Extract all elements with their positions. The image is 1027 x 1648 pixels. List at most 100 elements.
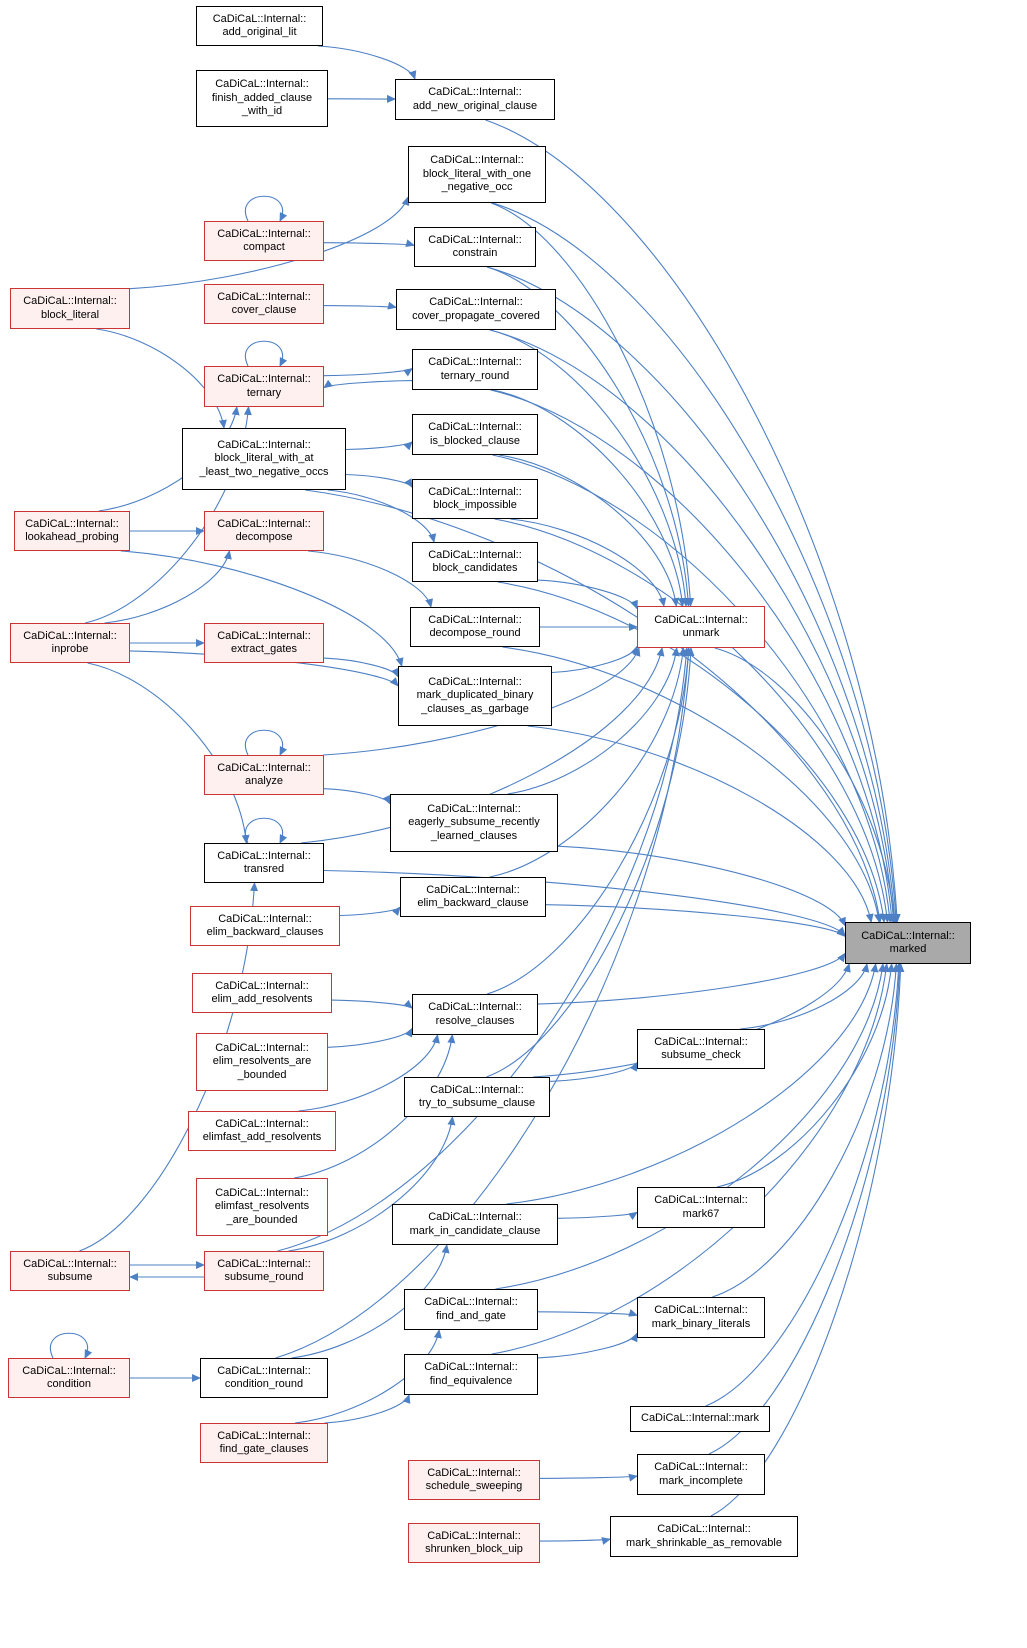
node-label-line: CaDiCaL::Internal:: xyxy=(654,1304,748,1316)
node-eagerly_subsume_recently_learned_clauses[interactable]: CaDiCaL::Internal::eagerly_subsume_recen… xyxy=(390,794,558,852)
node-find_gate_clauses[interactable]: CaDiCaL::Internal::find_gate_clauses xyxy=(200,1423,328,1463)
node-label-line: subsume xyxy=(47,1271,93,1283)
node-label-line: mark_shrinkable_as_removable xyxy=(626,1536,782,1549)
node-elimfast_resolvents_are_bounded[interactable]: CaDiCaL::Internal::elimfast_resolvents_a… xyxy=(196,1178,328,1236)
node-label-line: CaDiCaL::Internal:: xyxy=(428,613,522,626)
node-label-line: CaDiCaL::Internal:: xyxy=(23,1257,117,1270)
node-label-line: decompose xyxy=(235,531,293,543)
node-label-line: _clauses_as_garbage xyxy=(421,702,529,715)
edge-block_literal_with_at_least_two_negative_occs-to-block_impossible xyxy=(345,473,413,488)
node-ternary[interactable]: CaDiCaL::Internal::ternary xyxy=(204,366,324,407)
node-label-line: lookahead_probing xyxy=(25,531,119,543)
node-label-line: _least_two_negative_occs xyxy=(199,465,329,478)
node-label-line: block_candidates xyxy=(432,562,518,574)
node-unmark[interactable]: CaDiCaL::Internal::unmark xyxy=(637,606,765,648)
node-elim_add_resolvents[interactable]: CaDiCaL::Internal::elim_add_resolvents xyxy=(192,973,332,1013)
edge-block_candidates-to-marked xyxy=(497,581,888,923)
node-decompose_round[interactable]: CaDiCaL::Internal::decompose_round xyxy=(410,607,540,647)
node-cover_propagate_covered[interactable]: CaDiCaL::Internal::cover_propagate_cover… xyxy=(396,289,556,330)
node-extract_gates[interactable]: CaDiCaL::Internal::extract_gates xyxy=(204,623,324,663)
node-label-line: CaDiCaL::Internal:: xyxy=(217,629,311,642)
node-label-line: mark_in_candidate_clause xyxy=(409,1224,541,1237)
node-label-line: add_original_lit xyxy=(222,26,297,38)
node-decompose[interactable]: CaDiCaL::Internal::decompose xyxy=(204,511,324,551)
node-find_equivalence[interactable]: CaDiCaL::Internal::find_equivalence xyxy=(404,1354,538,1395)
edge-find_gate_clauses-to-find_and_gate xyxy=(294,1329,442,1424)
node-label-line: elim_add_resolvents xyxy=(211,993,313,1005)
edge-elimfast_add_resolvents-to-resolve_clauses xyxy=(298,1034,440,1112)
node-condition_round[interactable]: CaDiCaL::Internal::condition_round xyxy=(200,1358,328,1398)
node-elim_backward_clauses[interactable]: CaDiCaL::Internal::elim_backward_clauses xyxy=(190,906,340,946)
node-label-line: CaDiCaL::Internal:: xyxy=(218,912,312,925)
node-label-line: unmark xyxy=(682,627,720,639)
node-finish_added_clause_with_id[interactable]: CaDiCaL::Internal::finish_added_clause_w… xyxy=(196,70,328,127)
node-lookahead_probing[interactable]: CaDiCaL::Internal::lookahead_probing xyxy=(14,511,130,551)
edge-block_literal_with_at_least_two_negative_occs-to-marked xyxy=(305,489,883,923)
node-try_to_subsume_clause[interactable]: CaDiCaL::Internal::try_to_subsume_clause xyxy=(404,1077,550,1117)
node-block_literal_with_at_least_two_negative_occs[interactable]: CaDiCaL::Internal::block_literal_with_at… xyxy=(182,428,346,490)
node-label-line: CaDiCaL::Internal:: xyxy=(424,1296,518,1308)
node-inprobe[interactable]: CaDiCaL::Internal::inprobe xyxy=(10,623,130,663)
node-label-line: CaDiCaL::Internal:: xyxy=(215,78,309,91)
node-label-line: CaDiCaL::Internal:: xyxy=(217,517,311,530)
node-mark_shrinkable_as_removable[interactable]: CaDiCaL::Internal::mark_shrinkable_as_re… xyxy=(610,1516,798,1557)
node-label-line: transred xyxy=(243,863,285,875)
edge-lookahead_probing-to-mark_duplicated_binary_clauses_as_garbage xyxy=(120,550,404,667)
node-label-line: mark_duplicated_binary xyxy=(416,689,534,702)
node-label-line: CaDiCaL::Internal:: xyxy=(23,629,117,642)
node-constrain[interactable]: CaDiCaL::Internal::constrain xyxy=(414,227,536,267)
node-analyze[interactable]: CaDiCaL::Internal::analyze xyxy=(204,755,324,795)
node-label-line: extract_gates xyxy=(230,643,298,655)
edge-mark_in_candidate_clause-to-mark67 xyxy=(557,1211,638,1221)
node-label-line: condition_round xyxy=(224,1378,304,1390)
node-add_original_lit[interactable]: CaDiCaL::Internal::add_original_lit xyxy=(196,6,323,46)
node-schedule_sweeping[interactable]: CaDiCaL::Internal::schedule_sweeping xyxy=(408,1460,540,1500)
edge-subsume_check-to-marked xyxy=(740,963,870,1030)
node-mark_incomplete[interactable]: CaDiCaL::Internal::mark_incomplete xyxy=(637,1454,765,1495)
node-subsume_check[interactable]: CaDiCaL::Internal::subsume_check xyxy=(637,1029,765,1069)
edge-cover_propagate_covered-to-marked xyxy=(489,329,898,923)
node-mark[interactable]: CaDiCaL::Internal::mark xyxy=(630,1406,770,1432)
node-mark_in_candidate_clause[interactable]: CaDiCaL::Internal::mark_in_candidate_cla… xyxy=(392,1204,558,1245)
node-shrunken_block_uip[interactable]: CaDiCaL::Internal::shrunken_block_uip xyxy=(408,1523,540,1563)
node-block_impossible[interactable]: CaDiCaL::Internal::block_impossible xyxy=(412,479,538,519)
node-label-line: CaDiCaL::Internal:: xyxy=(217,1429,311,1442)
node-find_and_gate[interactable]: CaDiCaL::Internal::find_and_gate xyxy=(404,1289,538,1330)
edge-decompose-to-decompose_round xyxy=(307,550,433,608)
node-compact[interactable]: CaDiCaL::Internal::compact xyxy=(204,221,324,261)
node-label-line: CaDiCaL::Internal:: xyxy=(217,227,311,240)
node-label-line: block_literal_with_one xyxy=(422,167,532,180)
edge-ternary_round-to-ternary xyxy=(323,379,413,389)
node-ternary_round[interactable]: CaDiCaL::Internal::ternary_round xyxy=(412,349,538,390)
node-label-line: CaDiCaL::Internal:: xyxy=(426,883,520,896)
edge-find_equivalence-to-mark_binary_literals xyxy=(537,1332,638,1359)
node-label-line: CaDiCaL::Internal:: xyxy=(217,849,311,862)
edge-unmark-to-marked xyxy=(714,647,898,923)
node-mark_duplicated_binary_clauses_as_garbage[interactable]: CaDiCaL::Internal::mark_duplicated_binar… xyxy=(398,666,552,726)
node-block_literal_with_one_negative_occ[interactable]: CaDiCaL::Internal::block_literal_with_on… xyxy=(408,146,546,203)
node-label-line: subsume_round xyxy=(224,1271,304,1283)
node-elimfast_add_resolvents[interactable]: CaDiCaL::Internal::elimfast_add_resolven… xyxy=(188,1111,336,1151)
node-cover_clause[interactable]: CaDiCaL::Internal::cover_clause xyxy=(204,284,324,324)
node-subsume[interactable]: CaDiCaL::Internal::subsume xyxy=(10,1251,130,1291)
edge-transred-to-unmark xyxy=(300,647,665,844)
node-condition[interactable]: CaDiCaL::Internal::condition xyxy=(8,1358,130,1398)
edge-schedule_sweeping-to-mark_incomplete xyxy=(539,1473,638,1482)
node-elim_backward_clause[interactable]: CaDiCaL::Internal::elim_backward_clause xyxy=(400,877,546,917)
node-subsume_round[interactable]: CaDiCaL::Internal::subsume_round xyxy=(204,1251,324,1291)
node-mark67[interactable]: CaDiCaL::Internal::mark67 xyxy=(637,1187,765,1228)
node-mark_binary_literals[interactable]: CaDiCaL::Internal::mark_binary_literals xyxy=(637,1297,765,1338)
node-block_literal[interactable]: CaDiCaL::Internal::block_literal xyxy=(10,288,130,329)
edge-analyze-to-analyze xyxy=(245,729,288,756)
node-block_candidates[interactable]: CaDiCaL::Internal::block_candidates xyxy=(412,542,538,582)
node-is_blocked_clause[interactable]: CaDiCaL::Internal::is_blocked_clause xyxy=(412,414,538,455)
node-add_new_original_clause[interactable]: CaDiCaL::Internal::add_new_original_clau… xyxy=(395,79,555,120)
node-label-line: constrain xyxy=(452,247,498,259)
node-transred[interactable]: CaDiCaL::Internal::transred xyxy=(204,843,324,883)
node-resolve_clauses[interactable]: CaDiCaL::Internal::resolve_clauses xyxy=(412,994,538,1035)
edge-block_impossible-to-unmark xyxy=(510,518,667,607)
node-label-line: inprobe xyxy=(51,643,89,655)
edge-block_literal-to-block_literal_with_at_least_two_negative_occs xyxy=(96,328,227,429)
node-elim_resolvents_are_bounded[interactable]: CaDiCaL::Internal::elim_resolvents_are_b… xyxy=(196,1033,328,1091)
edge-is_blocked_clause-to-unmark xyxy=(499,454,680,607)
